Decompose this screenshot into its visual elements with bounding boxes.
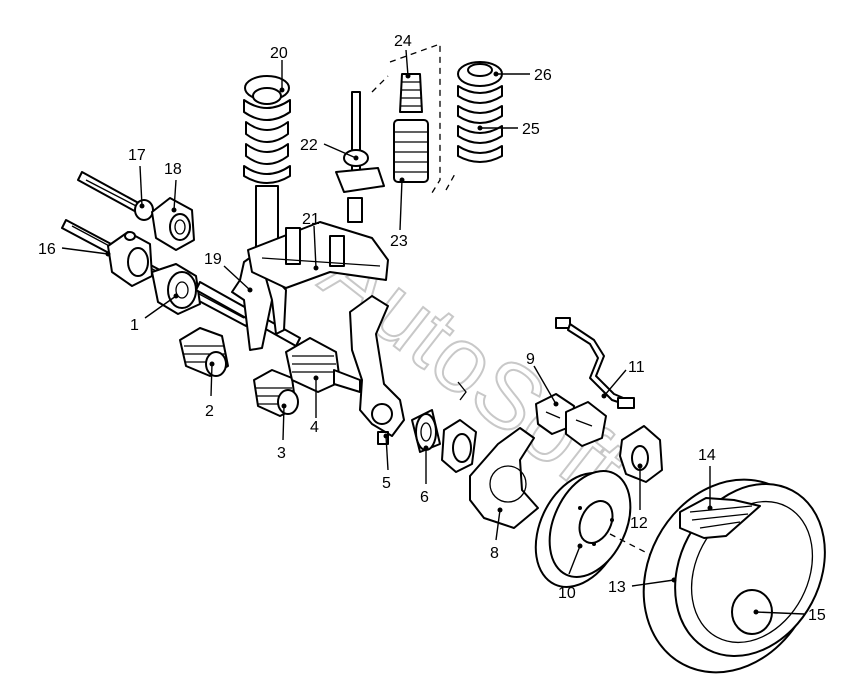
- wheel-bearing: [411, 409, 441, 453]
- wear-sensor-cable: [555, 317, 635, 409]
- callout-9: 9: [526, 351, 535, 368]
- callout-6: 6: [420, 489, 429, 506]
- dashed-guide-2: [445, 171, 457, 191]
- callout-14: 14: [698, 447, 716, 464]
- shock-strut: [243, 75, 291, 259]
- callout-2: 2: [205, 403, 214, 420]
- callout-21: 21: [302, 211, 320, 228]
- bump-stop: [399, 73, 423, 113]
- callout-18: 18: [164, 161, 182, 178]
- wheel-and-tire: [642, 478, 826, 674]
- callout-13: 13: [608, 579, 626, 596]
- brake-dust-shield: [469, 427, 539, 529]
- callout-24: 24: [394, 33, 412, 50]
- brake-caliper: [619, 425, 663, 483]
- callout-10: 10: [558, 585, 576, 602]
- callout-16: 16: [38, 241, 56, 258]
- callout-17: 17: [128, 147, 146, 164]
- callout-19: 19: [204, 251, 222, 268]
- callout-8: 8: [490, 545, 499, 562]
- callout-22: 22: [300, 137, 318, 154]
- callout-25: 25: [522, 121, 540, 138]
- cv-boot-1: [179, 327, 229, 377]
- callout-20: 20: [270, 45, 288, 62]
- strut-rod-mount: [335, 75, 389, 223]
- top-mount: [457, 61, 503, 87]
- callout-labels: 1 2 3 4 5 6 8 9 10 11 12 13 14 15 16 17 …: [38, 33, 826, 624]
- callout-5: 5: [382, 475, 391, 492]
- bearing-housing-small: [151, 197, 195, 251]
- callout-1: 1: [130, 317, 139, 334]
- leader-lines: [61, 49, 805, 615]
- callout-11: 11: [628, 359, 645, 376]
- wheel-hub: [441, 381, 477, 473]
- outer-cv-joint: [285, 337, 361, 393]
- bearing-housing-large: [107, 231, 153, 287]
- coil-spring: [457, 85, 503, 163]
- callout-23: 23: [390, 233, 408, 250]
- dashed-axis: [609, 533, 681, 571]
- callout-4: 4: [310, 419, 319, 436]
- callout-12: 12: [630, 515, 648, 532]
- steering-knuckle: [349, 295, 405, 445]
- callout-15: 15: [808, 607, 826, 624]
- dust-boot: [393, 119, 429, 183]
- dashed-guide-1: [389, 43, 441, 197]
- callout-26: 26: [534, 67, 552, 84]
- brake-disc: [534, 470, 632, 588]
- cv-joint: [151, 263, 201, 315]
- brake-pads: [535, 393, 607, 447]
- subframe-crossmember: [247, 221, 389, 289]
- callout-3: 3: [277, 445, 286, 462]
